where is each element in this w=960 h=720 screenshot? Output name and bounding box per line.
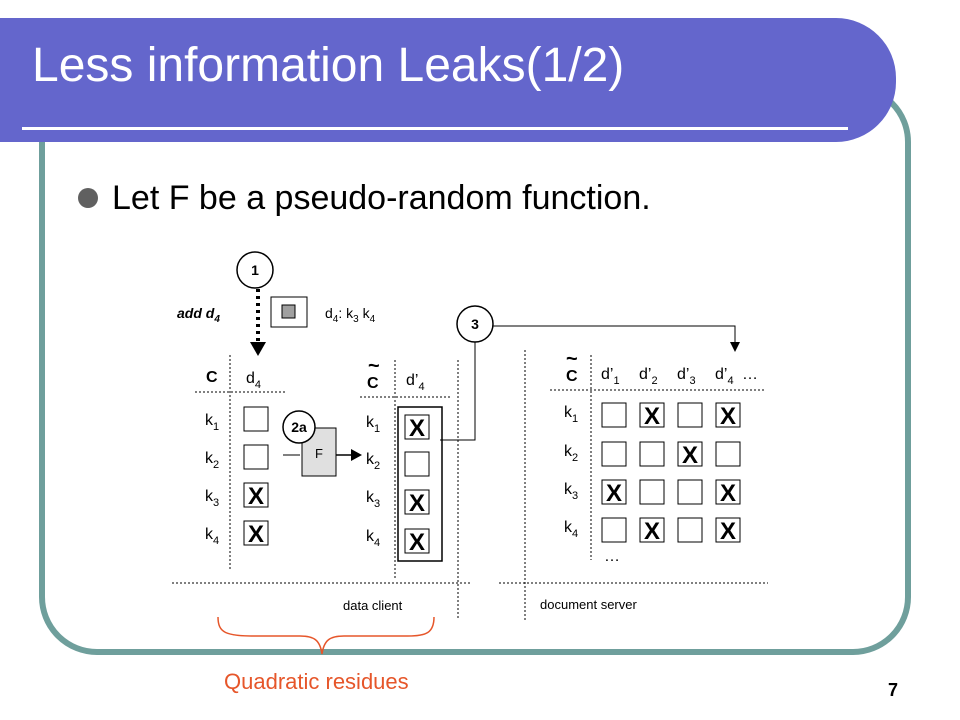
step-3-arrowhead <box>730 342 740 352</box>
right-col-ellipsis: … <box>742 366 758 383</box>
step-3-label: 3 <box>471 316 479 332</box>
right-cell-4-4 <box>715 517 741 543</box>
data-client-label: data client <box>343 598 403 613</box>
add-doc-label: add d4 <box>177 305 220 325</box>
right-cell-1-1 <box>601 402 627 428</box>
left-cell-4 <box>243 520 269 546</box>
mid-cell-3-x-mark: X <box>409 490 425 517</box>
right-cell-4-2-x-mark: X <box>644 518 660 545</box>
doc-keyword-label: d4: k3 k4 <box>325 305 376 325</box>
right-cell-3-1 <box>601 479 627 505</box>
document-server-label: document server <box>540 597 637 612</box>
right-cell-3-2 <box>639 479 665 505</box>
left-cell-3-x-mark: X <box>248 483 264 510</box>
right-key-2: k2 <box>564 443 578 464</box>
right-key-1: k1 <box>564 404 578 425</box>
mid-table-col-label: d’4 <box>406 372 425 393</box>
mid-table-header: C <box>367 375 379 392</box>
left-key-2: k2 <box>205 450 219 471</box>
left-cell-2 <box>243 444 269 470</box>
right-cell-4-4-x-mark: X <box>720 518 736 545</box>
right-cell-2-3 <box>677 441 703 467</box>
step-1-arrowhead <box>250 342 266 356</box>
step-1-label: 1 <box>251 262 259 278</box>
left-cell-4-x-mark: X <box>248 521 264 548</box>
right-cell-2-3-x-mark: X <box>682 442 698 469</box>
right-col-1: d’1 <box>601 366 620 387</box>
right-cell-2-4 <box>715 441 741 467</box>
step-2a-circle <box>282 410 316 444</box>
right-row-ellipsis: … <box>604 548 620 565</box>
left-cell-3 <box>243 482 269 508</box>
right-col-2: d’2 <box>639 366 658 387</box>
mid-tilde: ~ <box>368 355 380 377</box>
right-table-columns: d’1 d’2 d’3 d’4 <box>601 366 734 387</box>
right-cell-3-4-x-mark: X <box>720 480 736 507</box>
slide-title: Less information Leaks(1/2) <box>32 39 625 92</box>
mid-cell-3 <box>404 489 430 515</box>
mid-key-4: k4 <box>366 528 380 549</box>
mid-cell-1 <box>404 414 430 440</box>
right-cell-1-2-x-mark: X <box>644 403 660 430</box>
right-cell-2-2 <box>639 441 665 467</box>
right-cell-1-3 <box>677 402 703 428</box>
right-cell-3-1-x-mark: X <box>606 480 622 507</box>
mid-table-cells: XXX <box>404 414 430 556</box>
step-3-return-line <box>440 342 476 441</box>
mid-cell-4 <box>404 528 430 554</box>
mid-cell-2 <box>404 451 430 477</box>
mid-key-2: k2 <box>366 451 380 472</box>
left-key-1: k1 <box>205 412 219 433</box>
quadratic-residues-brace <box>217 616 435 655</box>
right-key-3: k3 <box>564 481 578 502</box>
right-col-4: d’4 <box>715 366 734 387</box>
left-key-4: k4 <box>205 526 219 547</box>
mid-cell-1-x-mark: X <box>409 415 425 442</box>
step-3-connector <box>493 325 736 342</box>
right-cell-3-3 <box>677 479 703 505</box>
bullet-text: Let F be a pseudo-random function. <box>112 179 651 217</box>
right-cell-1-4-x-mark: X <box>720 403 736 430</box>
right-key-4: k4 <box>564 519 578 540</box>
right-table-header: C <box>566 368 578 385</box>
right-table-keys: k1 k2 k3 k4 <box>564 404 578 540</box>
left-table-cells: XX <box>243 406 269 548</box>
right-cell-1-2 <box>639 402 665 428</box>
function-label: F <box>315 446 323 461</box>
right-tilde: ~ <box>566 348 578 370</box>
left-table-keys: k1 k2 k3 k4 <box>205 412 219 547</box>
doc-icon <box>281 304 296 319</box>
right-cell-4-2 <box>639 517 665 543</box>
right-cell-4-3 <box>677 517 703 543</box>
mid-cell-4-x-mark: X <box>409 529 425 556</box>
right-cell-3-4 <box>715 479 741 505</box>
left-key-3: k3 <box>205 488 219 509</box>
mid-key-1: k1 <box>366 414 380 435</box>
right-cell-2-1 <box>601 441 627 467</box>
f-arrowhead <box>351 449 362 461</box>
title-underline <box>22 127 848 130</box>
bullet-dot <box>78 188 98 208</box>
quadratic-residues-label: Quadratic residues <box>224 669 409 694</box>
title-band <box>0 18 896 142</box>
mid-column-highlight <box>397 406 443 562</box>
mid-key-3: k3 <box>366 489 380 510</box>
left-cell-1 <box>243 406 269 432</box>
right-col-3: d’3 <box>677 366 696 387</box>
mid-table-keys: k1 k2 k3 k4 <box>366 414 380 549</box>
right-cell-1-4 <box>715 402 741 428</box>
slide-number: 7 <box>888 680 899 700</box>
left-table-col-label: d4 <box>246 370 261 391</box>
step-1-circle <box>236 251 274 289</box>
right-cell-4-1 <box>601 517 627 543</box>
step-2a-label: 2a <box>291 419 307 435</box>
left-table-header: C <box>206 369 218 386</box>
